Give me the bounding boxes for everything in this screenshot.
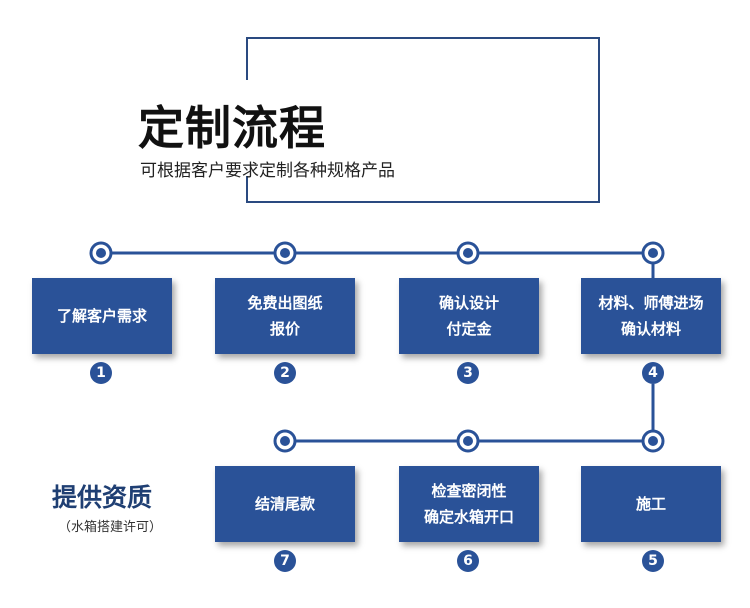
step-label-1: 了解客户需求 bbox=[56, 307, 147, 325]
step-box-5: 施工 bbox=[581, 466, 721, 542]
step-number-4: 4 bbox=[642, 362, 664, 384]
step-number-6: 6 bbox=[457, 550, 479, 572]
step-label-3: 确认设计 付定金 bbox=[438, 294, 499, 338]
step-number-2: 2 bbox=[274, 362, 296, 384]
step-box-1: 了解客户需求 bbox=[32, 278, 172, 354]
step-box-4: 材料、师傅进场 确认材料 bbox=[581, 278, 721, 354]
step-label-2: 免费出图纸 报价 bbox=[247, 294, 323, 338]
step-box-6: 检查密闭性 确定水箱开口 bbox=[399, 466, 539, 542]
credentials-subtitle: （水箱搭建许可） bbox=[58, 520, 163, 535]
step-number-1: 1 bbox=[90, 362, 112, 384]
step-label-7: 结清尾款 bbox=[254, 495, 315, 513]
step-number-3: 3 bbox=[457, 362, 479, 384]
step-box-7: 结清尾款 bbox=[215, 466, 355, 542]
frame-gap bbox=[230, 80, 270, 176]
step-label-5: 施工 bbox=[635, 495, 666, 513]
page-subtitle: 可根据客户要求定制各种规格产品 bbox=[140, 161, 395, 181]
node-3 bbox=[456, 241, 480, 265]
step-number-7: 7 bbox=[274, 550, 296, 572]
step-box-2: 免费出图纸 报价 bbox=[215, 278, 355, 354]
step-label-4: 材料、师傅进场 确认材料 bbox=[598, 294, 704, 338]
node-2 bbox=[273, 241, 297, 265]
node-5 bbox=[641, 429, 665, 453]
node-6 bbox=[456, 429, 480, 453]
credentials-title: 提供资质 bbox=[52, 483, 153, 512]
page-title: 定制流程 bbox=[138, 101, 326, 155]
node-4 bbox=[641, 241, 665, 265]
node-1 bbox=[89, 241, 113, 265]
step-number-5: 5 bbox=[642, 550, 664, 572]
node-7 bbox=[273, 429, 297, 453]
step-box-3: 确认设计 付定金 bbox=[399, 278, 539, 354]
step-label-6: 检查密闭性 确定水箱开口 bbox=[423, 482, 514, 526]
